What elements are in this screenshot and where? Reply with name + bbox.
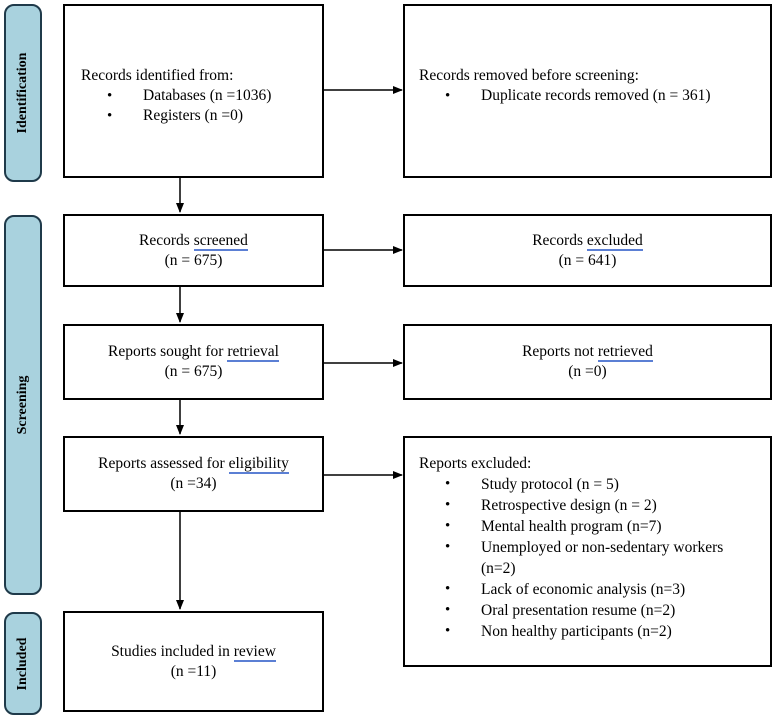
- records-identified-title: Records identified from:: [81, 67, 234, 84]
- studies-included-count: (n =11): [170, 662, 217, 680]
- list-item: Registers (n =0): [107, 106, 322, 126]
- reports-sought-label: Reports sought for retrieval: [108, 342, 279, 362]
- records-screened-count: (n = 675): [164, 251, 223, 269]
- records-excluded-prefix: Records: [532, 231, 587, 249]
- phase-screening: Screening: [4, 215, 42, 595]
- records-removed-box: Records removed before screening: Duplic…: [403, 4, 772, 178]
- records-screened-prefix: Records: [139, 231, 194, 249]
- reports-assessed-count: (n =34): [170, 475, 217, 492]
- list-item: Mental health program (n=7): [445, 516, 770, 537]
- list-item: Unemployed or non-sedentary workers: [445, 537, 770, 558]
- list-item: Oral presentation resume (n=2): [445, 600, 770, 621]
- reports-assessed-prefix: Reports assessed for: [98, 455, 229, 472]
- reports-not-retrieved-underlined: retrieved: [597, 343, 653, 362]
- list-item: Study protocol (n = 5): [445, 474, 770, 495]
- reports-sought-box: Reports sought for retrieval (n = 675): [63, 324, 324, 400]
- reports-sought-prefix: Reports sought for: [108, 343, 228, 360]
- records-excluded-count: (n = 641): [558, 251, 617, 269]
- reports-not-retrieved-box: Reports not retrieved (n =0): [403, 324, 772, 400]
- records-excluded-underlined: excluded: [586, 231, 643, 251]
- records-screened-label: Records screened: [139, 231, 248, 251]
- records-screened-underlined: screened: [193, 231, 248, 251]
- reports-sought-underlined: retrieval: [227, 343, 279, 362]
- list-item: Retrospective design (n = 2): [445, 495, 770, 516]
- reports-excluded-title: Reports excluded:: [419, 455, 532, 472]
- list-item: Databases (n =1036): [107, 86, 322, 106]
- reports-not-retrieved-label: Reports not retrieved: [522, 342, 653, 362]
- phase-included: Included: [4, 612, 42, 715]
- phase-identification: Identification: [4, 4, 42, 182]
- records-screened-box: Records screened (n = 675): [63, 214, 324, 287]
- list-item: Duplicate records removed (n = 361): [445, 86, 770, 106]
- records-identified-list: Databases (n =1036) Registers (n =0): [107, 86, 322, 126]
- records-removed-list: Duplicate records removed (n = 361): [445, 86, 770, 106]
- records-excluded-label: Records excluded: [532, 231, 643, 251]
- reports-assessed-label: Reports assessed for eligibility: [98, 454, 289, 474]
- reports-excluded-box: Reports excluded: Study protocol (n = 5)…: [403, 436, 772, 667]
- studies-included-box: Studies included in review (n =11): [63, 611, 324, 712]
- records-identified-box: Records identified from: Databases (n =1…: [63, 4, 324, 178]
- reports-excluded-list: Study protocol (n = 5) Retrospective des…: [445, 474, 770, 642]
- records-excluded-box: Records excluded (n = 641): [403, 214, 772, 287]
- reports-assessed-box: Reports assessed for eligibility (n =34): [63, 436, 324, 512]
- reports-assessed-underlined: eligibility: [228, 455, 289, 474]
- records-removed-title: Records removed before screening:: [419, 67, 639, 84]
- list-item-continuation: (n=2): [481, 560, 516, 577]
- reports-sought-count: (n = 675): [164, 363, 223, 380]
- list-item: Lack of economic analysis (n=3): [445, 579, 770, 600]
- list-item: Non healthy participants (n=2): [445, 621, 770, 642]
- reports-not-retrieved-prefix: Reports not: [522, 343, 598, 360]
- reports-not-retrieved-count: (n =0): [568, 363, 607, 380]
- studies-included-prefix: Studies included in: [111, 642, 234, 660]
- studies-included-underlined: review: [233, 642, 276, 662]
- studies-included-label: Studies included in review: [111, 642, 276, 662]
